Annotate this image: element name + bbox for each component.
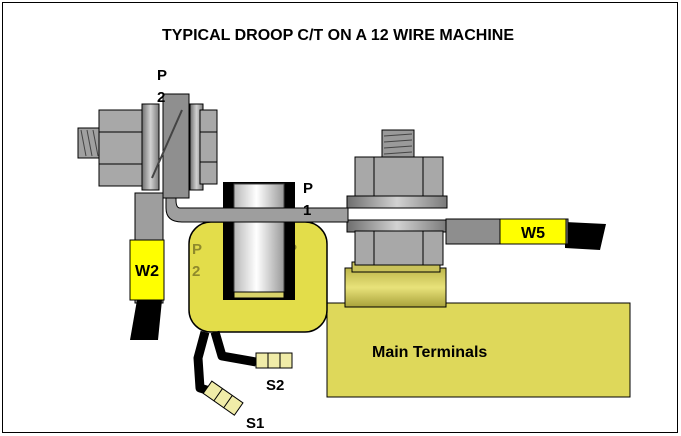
ct-p2-2: 2: [192, 263, 200, 280]
ct-p2-p: P: [192, 241, 202, 258]
terminal-base-washer: [344, 267, 447, 308]
ct-bore-tube: [233, 183, 285, 295]
diagram-title: TYPICAL DROOP C/T ON A 12 WIRE MACHINE: [162, 27, 514, 44]
stud-thread-line: [151, 109, 183, 179]
s1-lug: [202, 380, 244, 416]
left-terminal-stud: [77, 103, 218, 191]
p2-label-2: 2: [157, 89, 165, 106]
s2-lead: [210, 330, 257, 367]
s2-lug: [255, 352, 293, 369]
main-terminals-label: Main Terminals: [372, 344, 487, 361]
busbar-conductor: [165, 191, 349, 223]
vertical-busbar: [162, 93, 190, 199]
p1-label-1: 1: [303, 202, 311, 219]
ct-bore-bottom: [233, 291, 285, 299]
w5-tag: [499, 218, 567, 245]
s1-label: S1: [246, 415, 264, 432]
right-terminal-stud: [346, 129, 448, 266]
s2-label: S2: [266, 377, 284, 394]
w5-label: W5: [521, 225, 545, 242]
w2-label: W2: [135, 263, 159, 280]
w2-cable-end: [130, 300, 162, 340]
p1-label-p: P: [303, 180, 313, 197]
w5-cable-end: [565, 222, 606, 250]
p2-label-p: P: [157, 67, 167, 84]
main-terminal-block: [326, 302, 631, 398]
w2-tag: [129, 239, 165, 301]
